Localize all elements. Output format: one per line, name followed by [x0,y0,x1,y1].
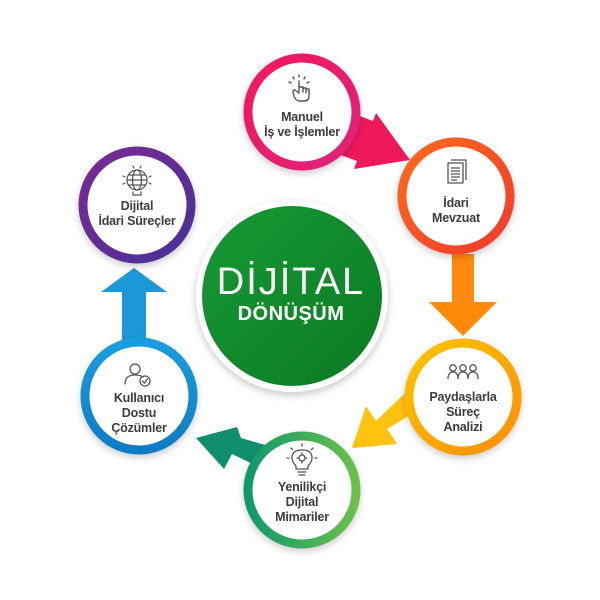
label-line: Paydaşlarla [429,390,497,404]
label-line: Manuel [281,110,323,124]
center-title: DİJİTAL [216,261,366,303]
arrow-mevzuat-to-paydas [429,254,497,336]
center-subtitle: DÖNÜŞÜM [237,303,345,325]
label-line: Dijital [285,495,319,509]
label-line: Analizi [443,420,483,434]
label-line: Mimariler [275,510,329,524]
pointer-hand-icon [288,74,310,102]
label-line: İş ve İşlemler [264,125,340,139]
arrow-paydas-to-yenilikci [352,394,415,448]
node-kullanici [80,337,198,455]
node-idari-mevzuat [397,137,515,255]
label-dijital-idari: Dijital İdari Süreçler [82,199,192,229]
globe-gear-icon [122,165,152,196]
user-check-icon [124,363,151,387]
label-paydaslarla: Paydaşlarla Süreç Analizi [408,390,518,435]
lightbulb-gear-icon [286,443,318,476]
label-kullanici: Kullanıcı Dostu Çözümler [84,391,194,436]
label-line: Çözümler [111,421,167,435]
arrow-kullanici-to-dijital [101,268,167,345]
label-manuel: Manuel İş ve İşlemler [247,110,357,140]
center-circle [196,200,388,392]
document-icon [447,159,467,184]
label-line: İdari Süreçler [98,214,176,228]
node-dijital-idari [78,146,196,264]
label-idari-mevzuat: İdari Mevzuat [401,196,511,226]
label-line: İdari [443,196,469,210]
label-line: Dostu [121,406,157,420]
node-manuel [243,53,361,171]
label-yenilikci: Yenilikçi Dijital Mimariler [247,480,357,525]
node-yenilikci [243,431,361,549]
label-line: Süreç [446,405,480,419]
label-line: Yenilikçi [277,480,327,494]
node-paydaslarla [404,338,522,456]
people-group-icon [447,364,479,380]
label-line: Dijital [120,199,154,213]
label-line: Mevzuat [432,211,480,225]
label-line: Kullanıcı [113,391,165,405]
